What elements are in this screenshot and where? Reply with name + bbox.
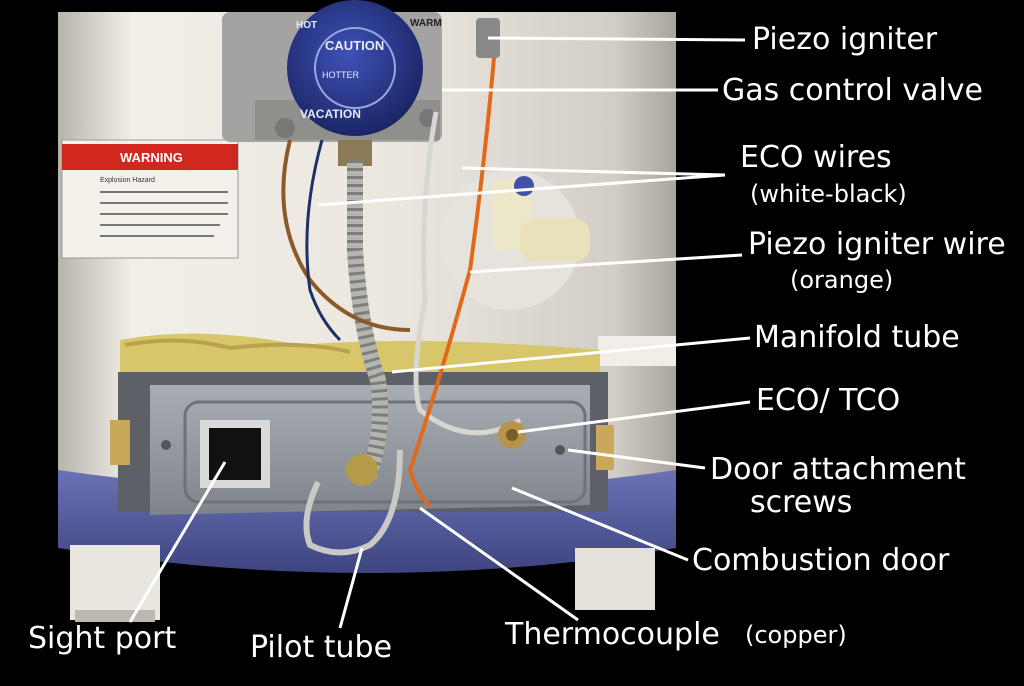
drain-valve xyxy=(440,170,590,310)
label-eco-wires: ECO wires xyxy=(740,140,892,175)
door-bracket-right xyxy=(596,425,614,470)
orange-wire xyxy=(407,57,496,507)
dial-warm-text: WARM xyxy=(410,18,442,29)
gas-control-valve: CAUTION HOTTER VACATION HOT WARM xyxy=(222,0,442,166)
eco-tco xyxy=(498,421,526,449)
dial-caution-text: CAUTION xyxy=(325,38,384,53)
dial-hot-text: HOT xyxy=(296,20,317,31)
dial-hotter-text: HOTTER xyxy=(322,70,359,80)
label-thermocouple-note: (copper) xyxy=(745,621,847,649)
label-thermocouple: Thermocouple xyxy=(505,617,720,652)
label-door-screws-line1: Door attachment xyxy=(710,452,966,487)
label-gas-control-valve: Gas control valve xyxy=(722,73,984,108)
manifold-tube xyxy=(346,160,389,486)
label-eco-wires-note: (white-black) xyxy=(750,180,907,208)
label-piezo-igniter-wire: Piezo igniter wire xyxy=(748,227,1006,262)
dial-vacation-text: VACATION xyxy=(300,107,361,121)
pilot-tube xyxy=(303,449,403,556)
warning-title: WARNING xyxy=(120,150,183,165)
warning-sticker: WARNING Explosion Hazard xyxy=(61,139,239,259)
label-piezo-igniter-wire-note: (orange) xyxy=(790,266,894,294)
sight-port xyxy=(200,420,270,488)
black-wire xyxy=(305,139,342,342)
door-bracket-left xyxy=(110,420,130,465)
label-piezo-igniter: Piezo igniter xyxy=(752,22,938,57)
label-pilot-tube: Pilot tube xyxy=(250,630,393,665)
white-wire xyxy=(413,111,522,436)
warning-subtitle: Explosion Hazard xyxy=(100,177,155,184)
label-sight-port: Sight port xyxy=(28,621,177,656)
leader-lines xyxy=(128,36,751,629)
label-door-screws-line2: screws xyxy=(750,485,853,520)
label-combustion-door: Combustion door xyxy=(692,543,950,578)
label-manifold-tube: Manifold tube xyxy=(754,320,960,355)
label-eco-tco: ECO/ TCO xyxy=(756,383,901,418)
